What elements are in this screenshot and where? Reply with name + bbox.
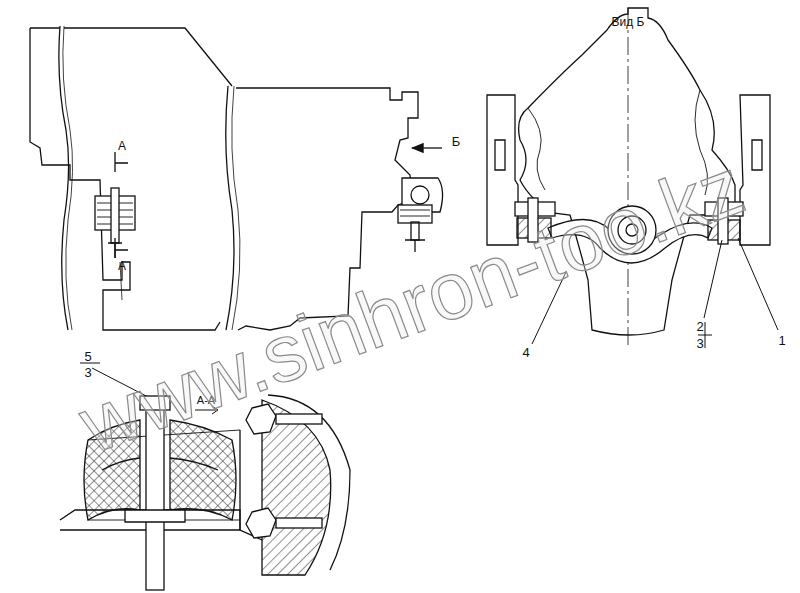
callout-number: 2 — [696, 320, 703, 333]
callout-number: 4 — [522, 346, 529, 359]
view-title: Вид Б — [612, 16, 645, 28]
section-mark: А — [118, 140, 126, 152]
callout-number: 3 — [696, 337, 703, 350]
view-arrow-label: Б — [452, 135, 461, 148]
callout-number: 1 — [778, 334, 785, 347]
section-mark: А — [118, 260, 126, 272]
callout-number: 5 — [84, 350, 91, 363]
callout-number: 3 — [84, 366, 91, 379]
